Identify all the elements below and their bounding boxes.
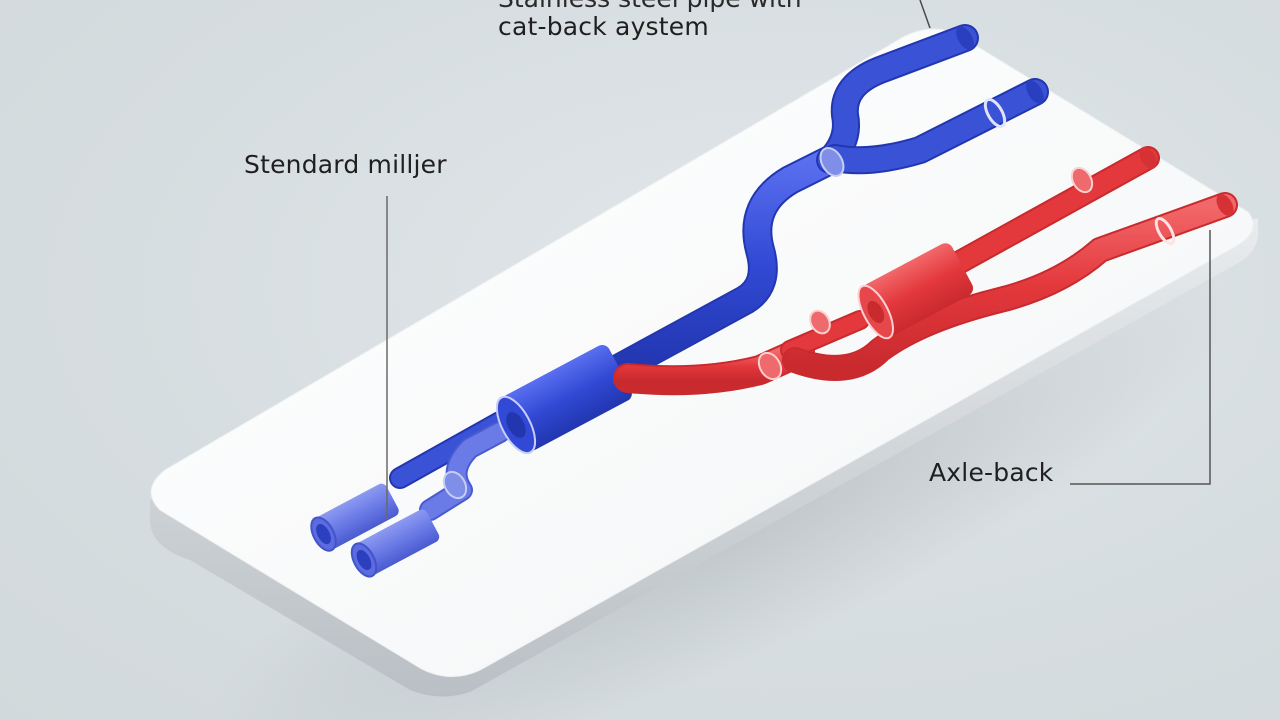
pipe-end xyxy=(1216,194,1234,216)
pipe-clamp xyxy=(442,470,468,500)
standard-muffler xyxy=(495,344,632,455)
pipe-clamp xyxy=(757,351,783,381)
pipe-clamp xyxy=(819,147,845,177)
axle-back-muffler xyxy=(857,243,974,340)
label-top-partial: Stainless steel pipe with xyxy=(498,0,802,13)
leader-line-axle-back xyxy=(1070,230,1211,485)
pipe-clamp xyxy=(1154,217,1176,245)
tailpipe-tip-lower xyxy=(350,509,440,578)
axle-back-pipe xyxy=(613,146,1238,396)
tailpipe-tip-upper xyxy=(310,483,399,552)
label-standard-muffler: Stendard milljer xyxy=(244,150,447,179)
label-cat-back-system: cat-back aystem xyxy=(498,12,709,41)
pipe-end xyxy=(1139,147,1157,169)
pipe-clamp xyxy=(1070,166,1094,194)
pipe-clamp xyxy=(983,98,1007,128)
pipe-end xyxy=(1026,80,1044,104)
pipe-end xyxy=(956,26,974,50)
pipe-clamp xyxy=(809,309,831,335)
label-axle-back: Axle-back xyxy=(929,458,1054,487)
leader-line-cat-back xyxy=(919,0,931,29)
